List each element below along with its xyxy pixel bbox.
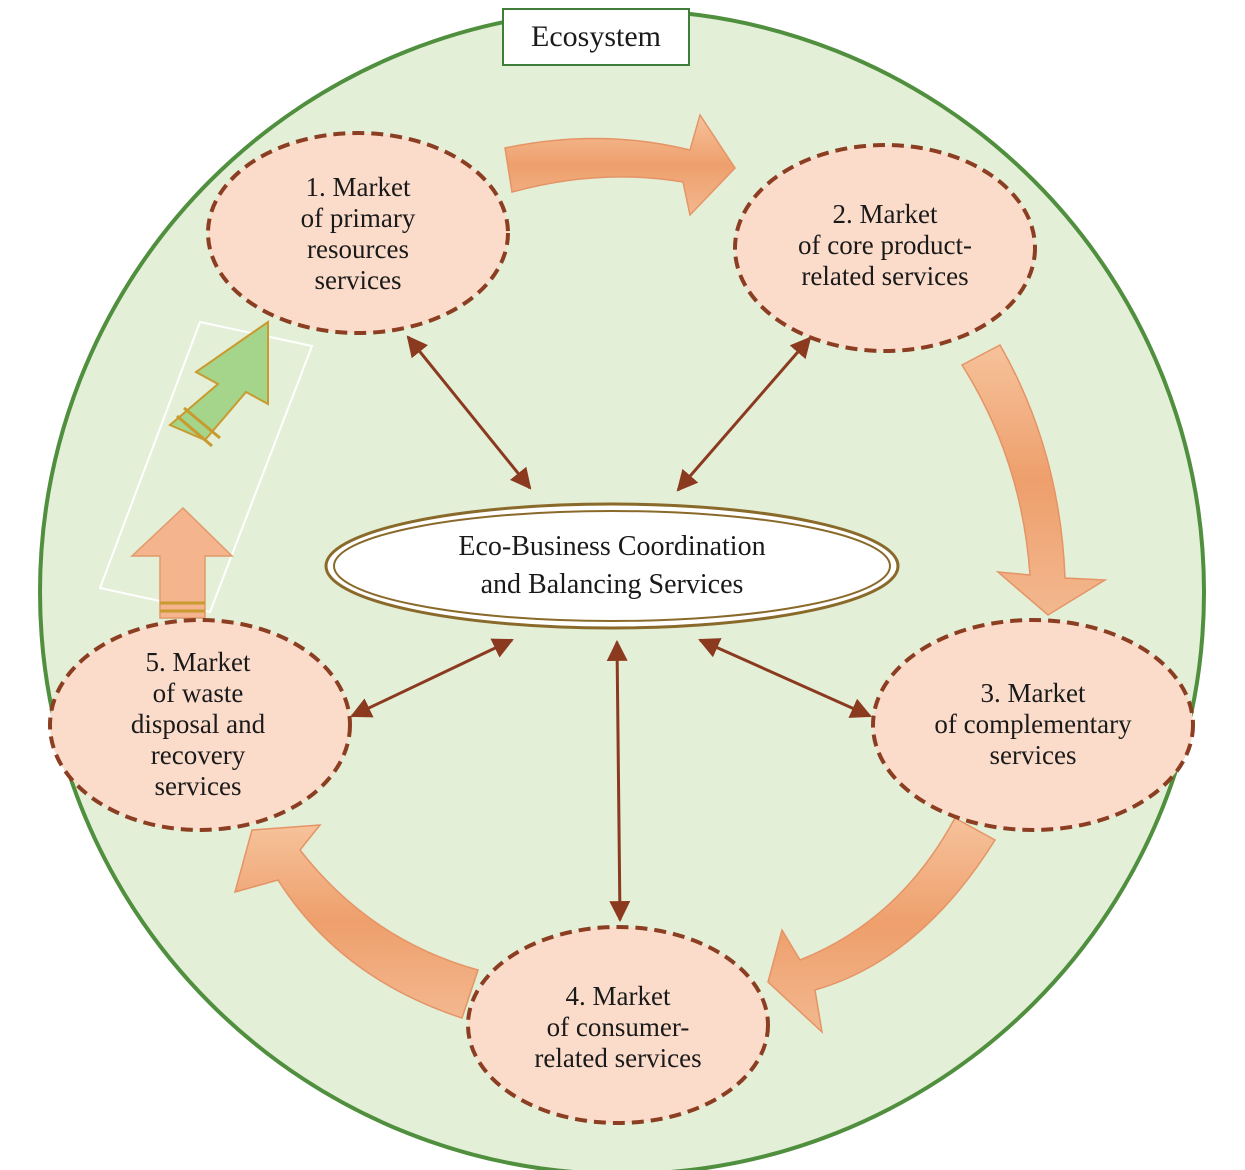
market-5-line-1: 5. Market (145, 647, 251, 677)
recovery-frame (98, 320, 314, 614)
market-4-line-2: of consumer- (546, 1012, 690, 1042)
market-1-line-2: of primary (300, 203, 416, 233)
market-label-2: 2. Market of core product- related servi… (770, 199, 1000, 292)
market-2-line-3: related services (801, 261, 969, 291)
market-4-line-1: 4. Market (565, 981, 671, 1011)
market-5-line-5: services (154, 771, 242, 801)
cycle-arrow-4-5 (233, 824, 479, 1019)
ecosystem-title-box: Ecosystem (502, 8, 690, 66)
market-label-1: 1. Market of primary resources services (258, 172, 458, 296)
link-arrow-5 (350, 638, 514, 718)
market-3-line-3: services (989, 740, 1077, 770)
market-5-line-4: recovery (150, 740, 246, 770)
cycle-arrow-1-2 (504, 113, 736, 217)
recovery-arrow-orange (130, 506, 234, 619)
link-arrow-1 (406, 335, 532, 490)
market-5-line-3: disposal and (130, 709, 266, 739)
market-1-line-3: resources (307, 234, 409, 264)
link-arrow-2 (676, 336, 812, 492)
market-ellipse-5 (48, 618, 352, 832)
market-ellipse-4 (466, 925, 770, 1125)
center-ellipse-inner (333, 510, 891, 622)
market-1-line-1: 1. Market (305, 172, 411, 202)
market-3-line-1: 3. Market (980, 678, 1086, 708)
market-ellipse-3 (871, 618, 1195, 832)
market-1-line-4: services (314, 265, 402, 295)
center-line-1: Eco-Business Coordination (458, 531, 766, 562)
market-label-3: 3. Market of complementary services (908, 678, 1158, 771)
market-2-line-2: of core product- (798, 230, 972, 260)
center-label: Eco-Business Coordination and Balancing … (412, 528, 812, 604)
link-arrow-4 (606, 639, 631, 923)
market-5-line-2: of waste (152, 678, 244, 708)
market-label-4: 4. Market of consumer- related services (503, 981, 733, 1074)
ecosystem-title: Ecosystem (531, 20, 661, 53)
cycle-arrow-3-4 (767, 816, 997, 1035)
market-2-line-1: 2. Market (832, 199, 938, 229)
cycle-arrow-2-3 (960, 343, 1108, 616)
market-3-line-2: of complementary (934, 709, 1132, 739)
market-ellipse-1 (206, 131, 510, 335)
market-4-line-3: related services (534, 1043, 702, 1073)
market-label-5: 5. Market of waste disposal and recovery… (98, 647, 298, 802)
market-ellipse-2 (733, 143, 1037, 353)
link-arrow-3 (698, 638, 872, 718)
center-line-2: and Balancing Services (480, 569, 744, 600)
